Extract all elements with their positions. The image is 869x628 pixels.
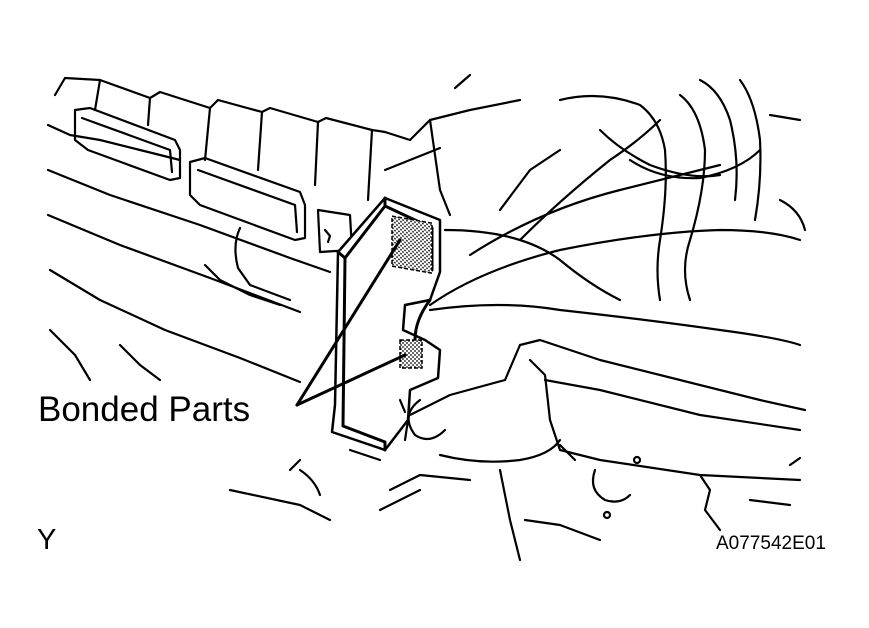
view-label: Y: [37, 524, 57, 556]
bonded-parts-label: Bonded Parts: [38, 390, 251, 429]
bonded-area-upper: [391, 215, 433, 275]
lower-panel: [228, 338, 807, 562]
wire-harness: [428, 78, 807, 347]
bonded-area-lower: [399, 339, 423, 369]
callout-leader-lines: [295, 238, 407, 407]
figure-code: A077542E01: [716, 533, 826, 554]
connector-block: [46, 73, 522, 384]
